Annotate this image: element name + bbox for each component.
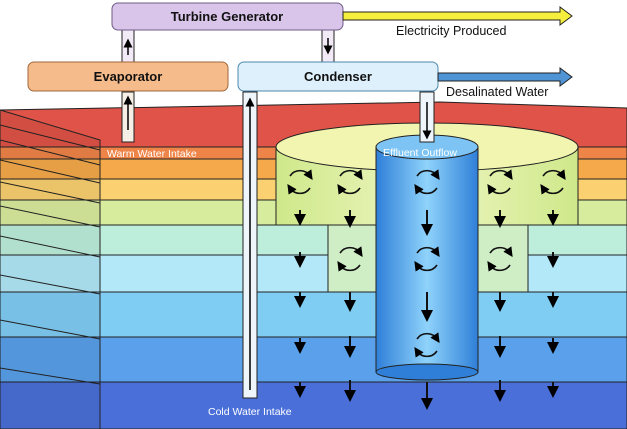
recirculation-icon [414, 169, 440, 195]
pipes [121, 27, 435, 399]
recirculation-icon [487, 169, 513, 195]
condenser-label: Condenser [304, 69, 372, 84]
turbine-generator-label: Turbine Generator [171, 9, 283, 24]
down-arrows [294, 210, 559, 410]
desalinated-arrow: Desalinated Water [437, 67, 573, 99]
condenser-box: Condenser [237, 61, 439, 92]
layer-9 [0, 381, 627, 429]
warm-water-intake-label: Warm Water Intake [107, 148, 197, 160]
evaporator-box: Evaporator [27, 61, 229, 92]
electricity-label: Electricity Produced [396, 24, 507, 38]
recirculation-icon [337, 246, 363, 272]
turbine-generator-box: Turbine Generator [111, 2, 344, 31]
desalinated-label: Desalinated Water [446, 85, 548, 99]
recirculation-icon [487, 246, 513, 272]
layer-8 [0, 336, 627, 383]
effluent-column [375, 134, 479, 381]
recirculation-icon [287, 169, 313, 195]
effluent-outflow-label: Effluent Outflow [383, 147, 457, 159]
recirculation-icon [337, 169, 363, 195]
evaporator-label: Evaporator [94, 69, 163, 84]
recirculation-icons [287, 169, 566, 358]
ocean-side-face [0, 109, 101, 429]
electricity-arrow: Electricity Produced [342, 6, 573, 38]
recirculation-icon [540, 169, 566, 195]
layer-7 [0, 291, 627, 338]
recirculation-icon [414, 246, 440, 272]
recirculation-icon [414, 332, 440, 358]
cold-water-intake-label: Cold Water Intake [208, 406, 292, 418]
